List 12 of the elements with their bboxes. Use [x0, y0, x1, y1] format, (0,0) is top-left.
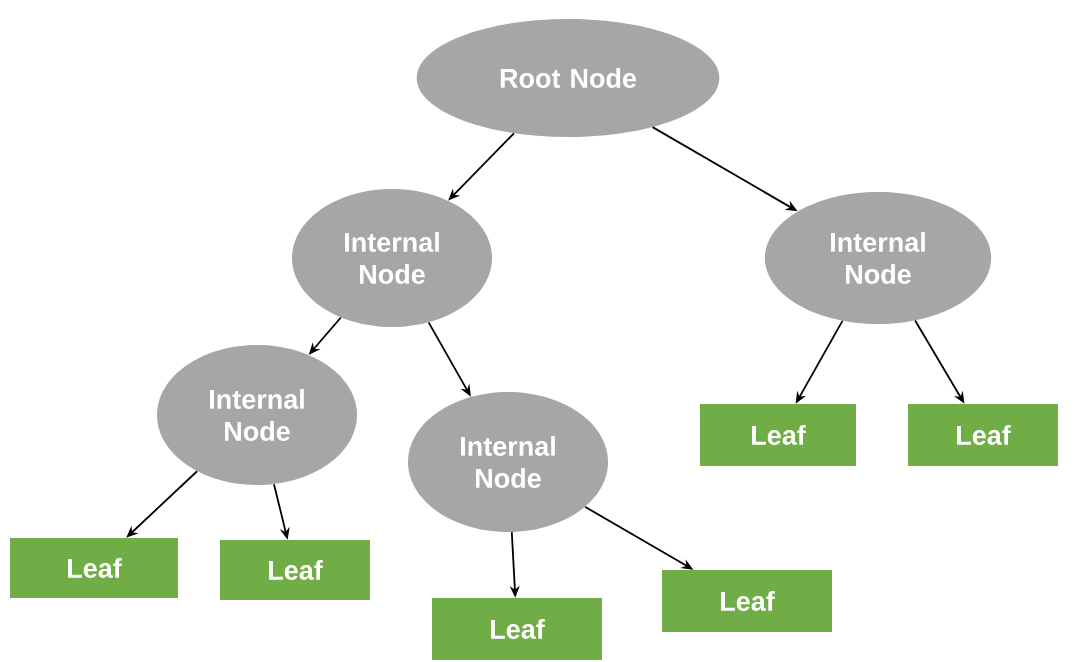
leaf-box: Leaf — [10, 538, 178, 598]
ellipse-node: Root Node — [416, 19, 720, 137]
ellipse-node: Internal Node — [157, 345, 357, 485]
leaf-box: Leaf — [908, 404, 1058, 466]
ellipse-node: Internal Node — [408, 392, 608, 532]
leaf-box: Leaf — [432, 598, 602, 660]
ellipse-node: Internal Node — [764, 192, 992, 324]
ellipse-node: Internal Node — [292, 189, 492, 327]
leaf-box: Leaf — [220, 540, 370, 600]
leaf-box: Leaf — [662, 570, 832, 632]
leaf-box: Leaf — [700, 404, 856, 466]
arrow — [126, 470, 198, 538]
